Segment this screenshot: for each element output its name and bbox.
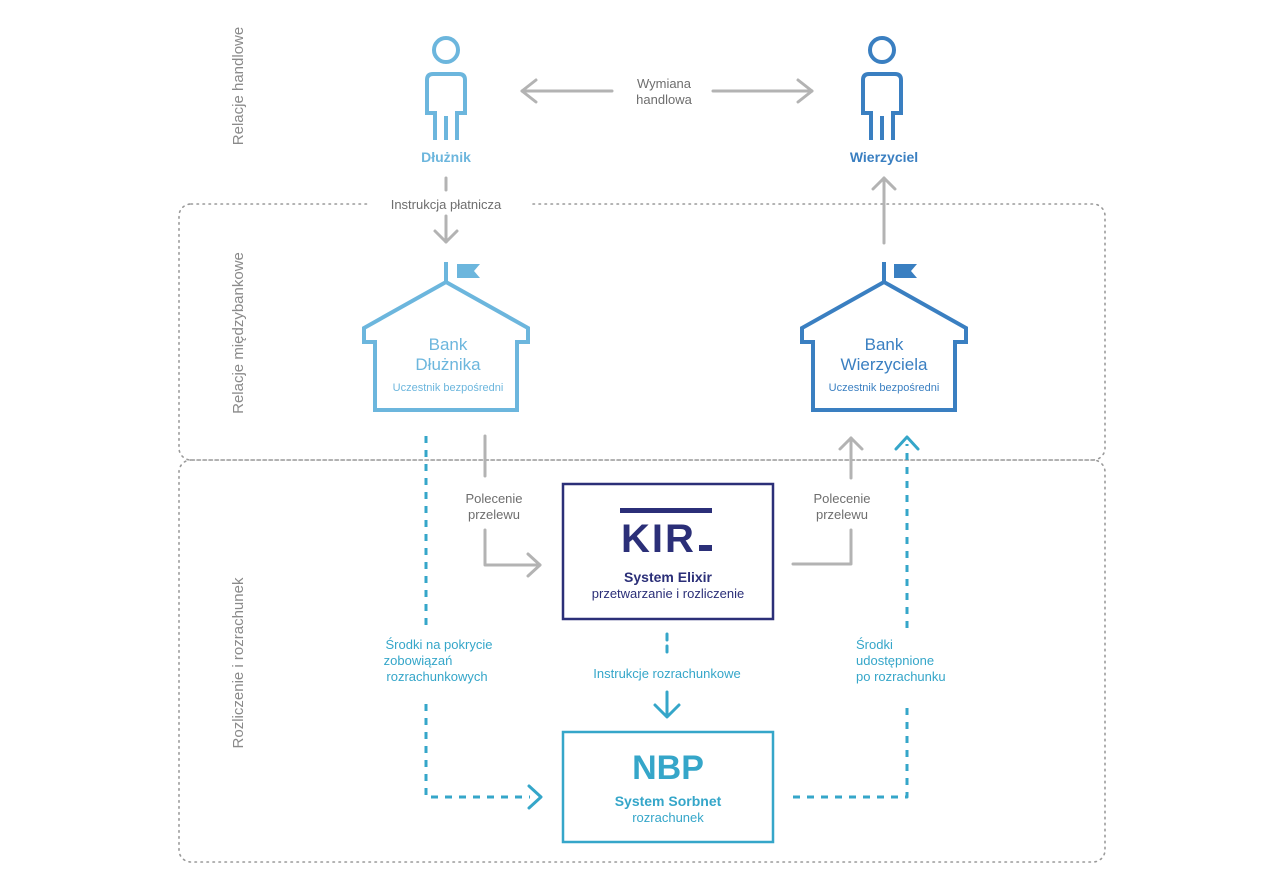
kir-system-title: System Elixir <box>624 569 712 585</box>
kir-system-subtitle: przetwarzanie i rozliczenie <box>592 586 744 601</box>
funds-left-label-line2: zobowiązań <box>384 653 453 668</box>
creditor-notify-arrow <box>871 176 897 245</box>
nbp-logo: NBP <box>632 749 704 787</box>
transfer-order-left-label-line1: Polecenie <box>465 491 522 506</box>
section-label-commercial: Relacje handlowe <box>230 27 247 145</box>
section-label-settlement: Rozliczenie i rozrachunek <box>230 577 247 748</box>
creditor-bank-name-line2: Wierzyciela <box>841 355 928 374</box>
creditor-person-icon <box>861 36 903 140</box>
kir-system-box <box>561 482 775 621</box>
kir-logo-bar <box>620 508 712 513</box>
debtor-bank-name-line1: Bank <box>429 335 468 354</box>
trade-exchange-label-line1: Wymiana <box>637 76 692 91</box>
creditor-bank-flag-icon <box>894 264 917 278</box>
funds-to-nbp-arrow <box>424 436 543 810</box>
creditor-bank-subtitle: Uczestnik bezpośredni <box>829 382 940 394</box>
trade-exchange-arrow <box>520 78 814 104</box>
transfer-order-left-arrow <box>483 434 542 578</box>
transfer-order-right-arrow <box>791 436 864 566</box>
debtor-bank-name-line2: Dłużnika <box>415 355 481 374</box>
section-label-interbank: Relacje międzybankowe <box>230 252 247 414</box>
nbp-system-subtitle: rozrachunek <box>632 810 704 825</box>
funds-left-label-line3: rozrachunkowych <box>386 669 487 684</box>
trade-exchange-label-line2: handlowa <box>636 92 692 107</box>
nbp-system-box <box>561 730 775 844</box>
interbank-section-frame <box>178 203 1106 461</box>
kir-logo: KIR <box>621 517 696 561</box>
settlement-instructions-label: Instrukcje rozrachunkowe <box>593 666 740 681</box>
payment-instruction-label: Instrukcja płatnicza <box>391 197 502 212</box>
transfer-order-right-label-line1: Polecenie <box>813 491 870 506</box>
creditor-bank-icon <box>800 262 968 412</box>
funds-right-label-line2: udostępnione <box>856 653 934 668</box>
debtor-bank-flag-icon <box>457 264 480 278</box>
debtor-bank-subtitle: Uczestnik bezpośredni <box>393 382 504 394</box>
payment-instruction-arrow <box>433 176 459 244</box>
debtor-bank-icon <box>362 262 530 412</box>
funds-left-label-line1: Środki na pokrycie <box>386 637 493 652</box>
creditor-label: Wierzyciel <box>850 149 918 165</box>
debtor-label: Dłużnik <box>421 149 471 165</box>
kir-logo-underscore <box>699 545 712 551</box>
creditor-bank-name-line1: Bank <box>865 335 904 354</box>
funds-right-label-line1: Środki <box>856 637 893 652</box>
funds-right-label-line3: po rozrachunku <box>856 669 946 684</box>
transfer-order-left-label-line2: przelewu <box>468 507 520 522</box>
nbp-system-title: System Sorbnet <box>615 793 722 809</box>
transfer-order-right-label-line2: przelewu <box>816 507 868 522</box>
funds-from-nbp-arrow <box>793 435 920 799</box>
settlement-instructions-arrow <box>653 632 681 719</box>
settlement-section-frame <box>178 459 1106 863</box>
debtor-person-icon <box>425 36 467 140</box>
